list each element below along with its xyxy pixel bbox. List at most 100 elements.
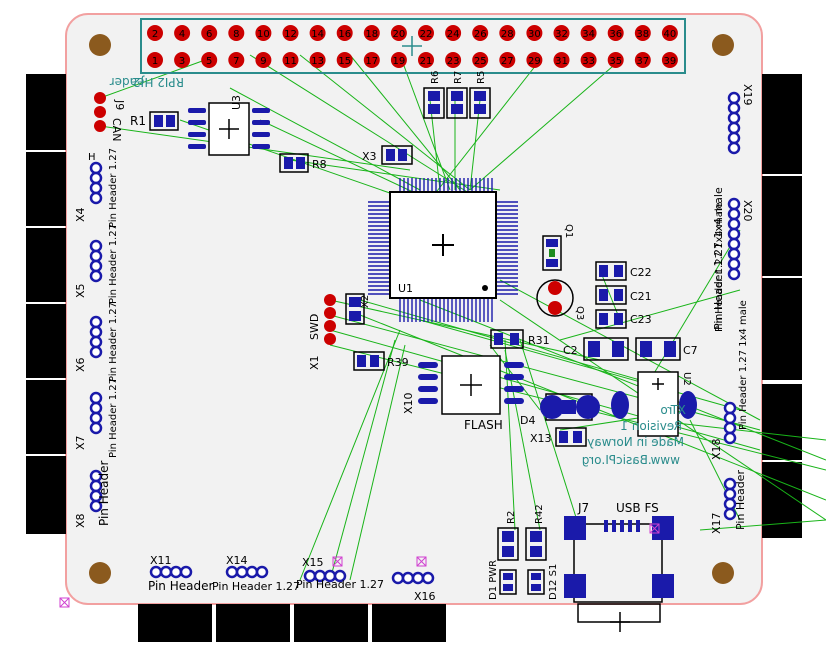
j9-label: J9: [113, 99, 126, 110]
mount-hole-top-right: [712, 34, 734, 56]
header-pin-label: 40: [664, 29, 677, 40]
x7-label: X7: [74, 435, 87, 450]
x20-pin: [727, 227, 741, 241]
x4-pin: [89, 171, 103, 185]
header-pin-label: 8: [233, 29, 239, 40]
header-pin-label: 14: [311, 29, 324, 40]
header-pin-label: 7: [233, 56, 239, 67]
x4-pin: [89, 181, 103, 195]
can-label: CAN: [110, 118, 123, 141]
u1-mcu-footprint: [368, 178, 518, 322]
j9-can-header: [94, 92, 106, 132]
q1-label: Q1: [563, 224, 574, 238]
header-pin-35: [607, 52, 624, 68]
header-pin-11: [282, 52, 299, 68]
x15-label: X15: [302, 556, 324, 569]
x11-pin: [179, 565, 193, 579]
x11-pin: [159, 565, 173, 579]
x19-label: X19: [741, 84, 754, 106]
x20-ph-label: Pin Header 1.27 1x4 male: [712, 187, 725, 330]
swd-label: SWD: [308, 314, 321, 340]
x14-pin: [255, 565, 269, 579]
header-pin-label: 28: [501, 29, 514, 40]
r1-footprint: [149, 111, 179, 131]
header-pin-31: [553, 52, 570, 68]
left-connector-blocks: [26, 74, 66, 534]
u2-label: U2: [681, 372, 692, 386]
u3-label: U3: [230, 95, 243, 110]
x7-pin: [89, 401, 103, 415]
header-pin-label: 11: [284, 56, 297, 67]
x6-ph-label: Pin Header 1.27: [108, 302, 119, 382]
x5-pin: [89, 259, 103, 273]
markers: [59, 523, 660, 608]
header-pin-38: [634, 25, 651, 41]
u1-label: U1: [398, 282, 413, 295]
x13-footprint: [555, 427, 587, 447]
x7-pin: [89, 411, 103, 425]
revision-label: Revision 1: [620, 419, 682, 433]
j2-label: J2: [133, 75, 145, 89]
x8-label: X8: [74, 513, 87, 528]
r5-label: R5: [476, 71, 487, 84]
header-pin-32: [553, 25, 570, 41]
header-pin-label: 10: [257, 29, 270, 40]
header-pin-label: 36: [609, 29, 622, 40]
header-pin-12: [282, 25, 299, 41]
x6-pin: [89, 325, 103, 339]
header-pin-4: [174, 25, 191, 41]
x20-pin: [727, 237, 741, 251]
x5-label: X5: [74, 283, 87, 298]
header-pin-label: 25: [474, 56, 487, 67]
header-center-cross: [402, 36, 422, 56]
flash-label: FLASH: [464, 418, 503, 432]
x8-pin: [89, 499, 103, 513]
x2-label: X2: [360, 295, 371, 308]
header-pin-2: [147, 25, 163, 41]
header-pin-8: [228, 25, 245, 41]
x14-pin: [225, 565, 239, 579]
x15-ph-label: Pin Header 1.27: [296, 578, 384, 591]
x17-pin: [723, 507, 737, 521]
header-pin-3: [174, 52, 191, 68]
header-pin-label: 35: [609, 56, 622, 67]
header-pin-9: [255, 52, 272, 68]
c22-label: C22: [630, 266, 652, 279]
header-pin-5: [201, 52, 218, 68]
r31-label: R31: [528, 334, 550, 347]
header-pin-21: [418, 52, 434, 68]
header-pin-label: 12: [284, 29, 297, 40]
header-pin-26: [472, 25, 489, 41]
right-headers: [723, 91, 741, 521]
r2-label: R2: [506, 511, 517, 524]
rpi2-header-outline: [140, 18, 686, 74]
mount-hole-bottom-right: [712, 562, 734, 584]
x4-pin: [89, 161, 103, 175]
x5-pin: [89, 269, 103, 283]
header-pin-label: 34: [582, 29, 595, 40]
header-pin-6: [201, 25, 218, 41]
header-pin-label: 39: [664, 56, 677, 67]
header-pin-label: 13: [311, 56, 324, 67]
header-pin-40: [661, 25, 678, 41]
d1-pwr-label: D1 PWR: [488, 560, 499, 600]
x18-pin: [723, 431, 737, 445]
header-pin-33: [580, 52, 597, 68]
bottom-headers: [149, 565, 435, 585]
c23-label: C23: [630, 313, 652, 326]
c21-label: C21: [630, 290, 652, 303]
header-pin-label: 9: [260, 56, 266, 67]
header-pin-39: [661, 52, 678, 68]
bottom-connector-blocks: [138, 604, 446, 642]
r8-footprint: [279, 153, 309, 173]
header-pin-16: [336, 25, 353, 41]
header-pin-label: 5: [206, 56, 212, 67]
rpi2-header-label: RPI2 Header: [110, 75, 184, 89]
d1-d12-footprints: [499, 569, 545, 595]
header-pin-label: 26: [474, 29, 487, 40]
header-pin-22: [418, 25, 434, 41]
d4-footprint: [540, 393, 600, 421]
header-h-label: H: [88, 152, 96, 163]
header-pin-label: 15: [338, 56, 351, 67]
x6-pin: [89, 345, 103, 359]
